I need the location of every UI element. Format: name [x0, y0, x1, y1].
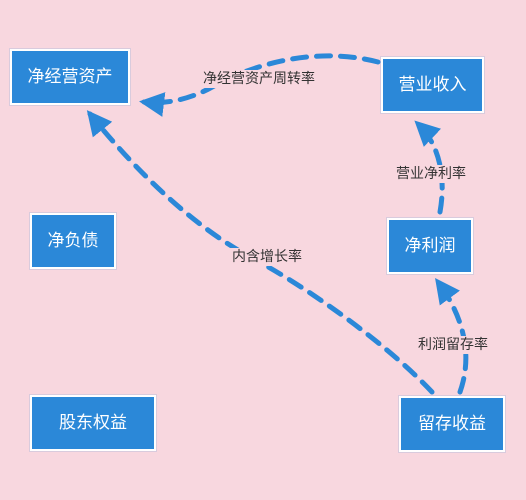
node-net-profit: 净利润 [387, 218, 473, 274]
node-net-liabilities: 净负债 [30, 213, 116, 269]
edge-label-net-operating-asset-turnover: 净经营资产周转率 [199, 70, 319, 88]
node-net-operating-assets: 净经营资产 [10, 49, 130, 105]
edge-label-profit-retention-rate: 利润留存率 [414, 336, 492, 354]
edge-label-net-margin: 营业净利率 [392, 165, 470, 183]
edge-label-internal-growth-rate: 内含增长率 [228, 248, 306, 266]
node-retained-earnings: 留存收益 [399, 396, 505, 452]
node-shareholders-equity: 股东权益 [30, 395, 156, 451]
arrow-net-profit-to-revenue [414, 120, 445, 215]
node-operating-revenue: 营业收入 [381, 57, 484, 113]
